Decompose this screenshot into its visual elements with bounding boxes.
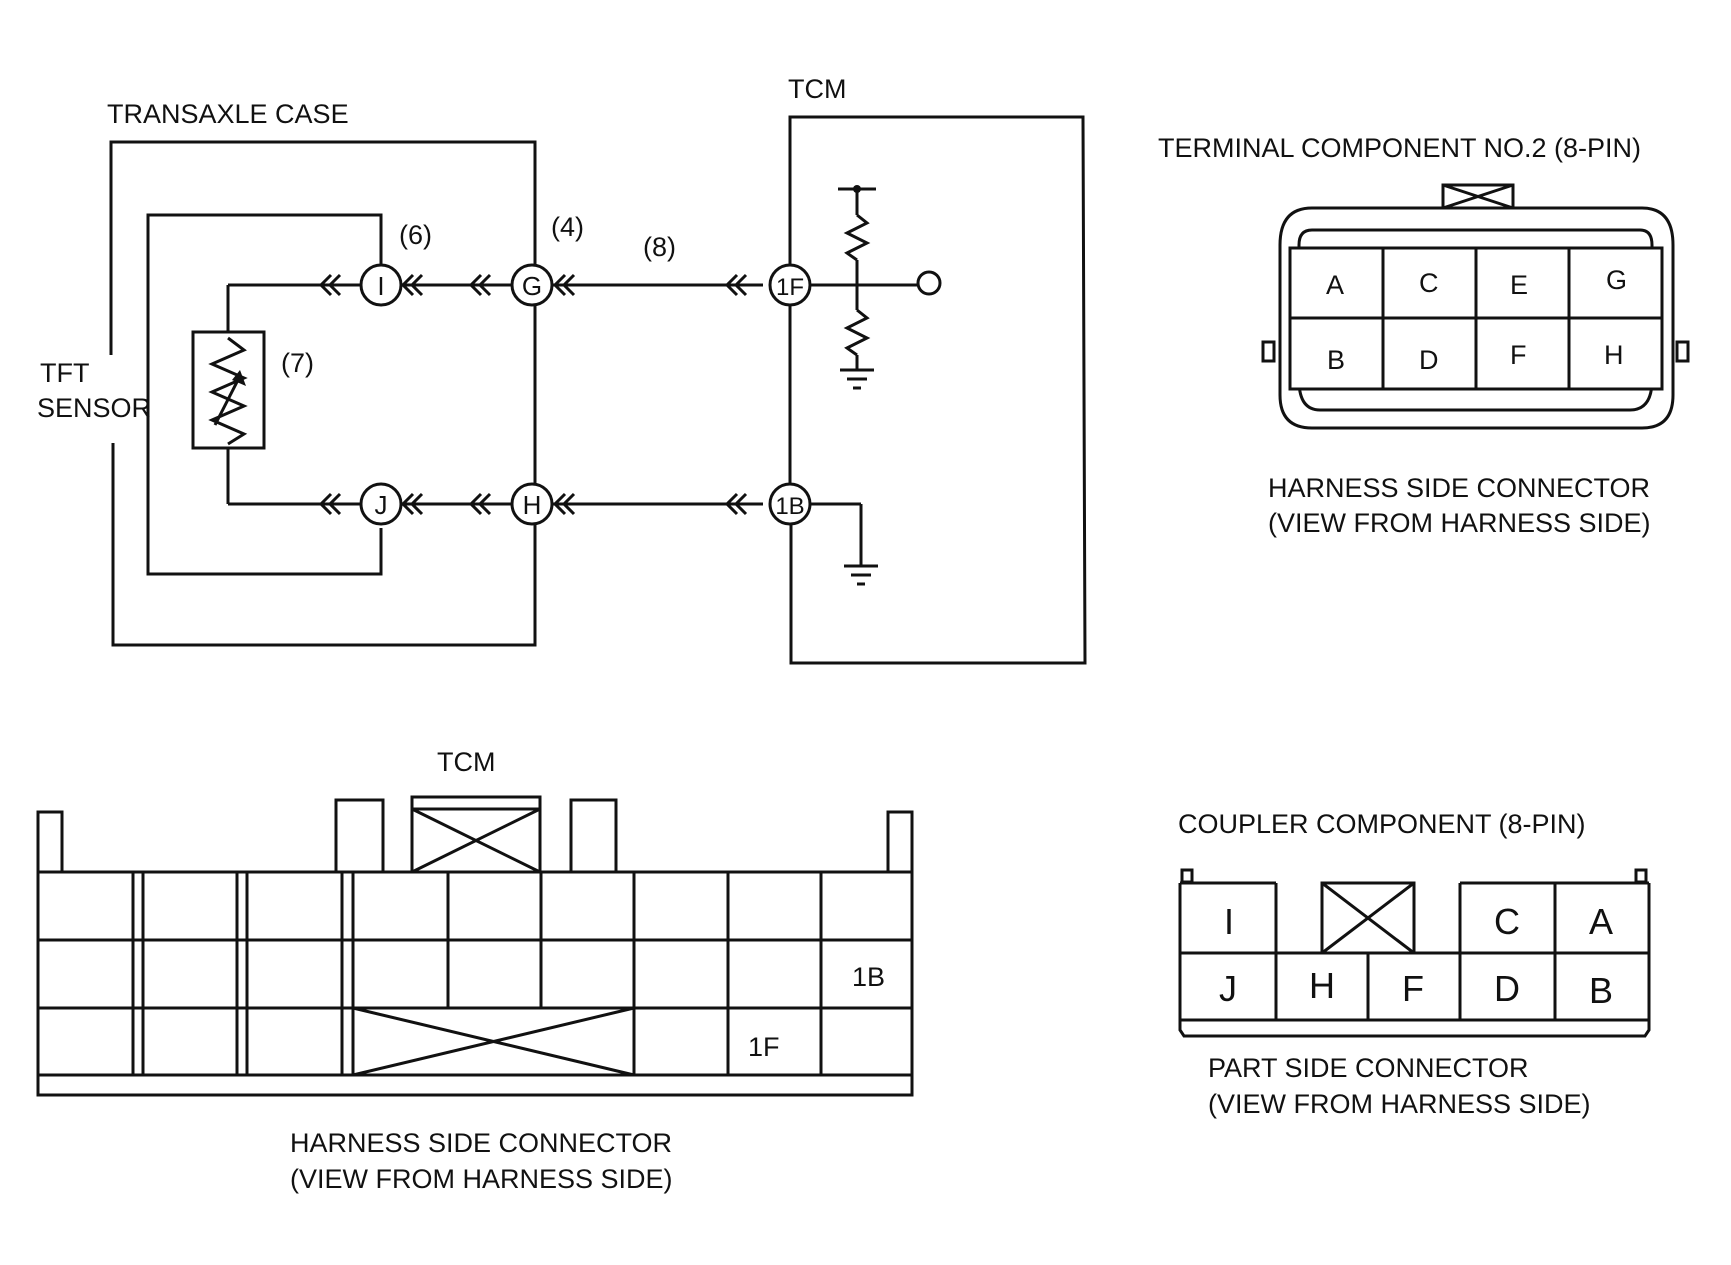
- pin-D: D: [1419, 345, 1439, 375]
- lock-tab: [1320, 881, 1416, 955]
- wiring-schematic: TRANSAXLE CASE TCM TFT SENSOR (7): [37, 74, 1087, 665]
- coupler-pin-D: D: [1494, 968, 1520, 1009]
- coupler-pin-A: A: [1589, 901, 1613, 942]
- terminal-g: G: [510, 263, 554, 307]
- coupler-outline: [1178, 883, 1651, 1038]
- coupler-caption-1: PART SIDE CONNECTOR: [1208, 1053, 1529, 1083]
- coupler-pin-F: F: [1402, 968, 1424, 1009]
- sensor-label-line2: SENSOR: [37, 393, 151, 423]
- connector-outer-shell: [1278, 206, 1675, 430]
- callout-4: (4): [551, 212, 584, 242]
- pin-B: B: [1327, 345, 1345, 375]
- svg-text:I: I: [377, 271, 384, 301]
- pin-F: F: [1510, 340, 1527, 370]
- terminal-i: I: [359, 263, 403, 307]
- sensor-label-line1: TFT: [40, 358, 89, 388]
- terminal-component-connector: TERMINAL COMPONENT NO.2 (8-PIN) A C E G …: [1158, 133, 1690, 538]
- pin-C: C: [1419, 268, 1439, 298]
- tcm-ground-1b: [810, 502, 878, 586]
- svg-text:H: H: [523, 490, 542, 520]
- tcm-pin-1b: 1B: [852, 962, 885, 992]
- terminal-component-caption-2: (VIEW FROM HARNESS SIDE): [1268, 508, 1651, 538]
- tcm-pin-1f: 1F: [748, 1032, 780, 1062]
- coupler-pin-B: B: [1589, 970, 1613, 1011]
- terminal-component-title: TERMINAL COMPONENT NO.2 (8-PIN): [1158, 133, 1641, 163]
- coupler-caption-2: (VIEW FROM HARNESS SIDE): [1208, 1089, 1591, 1119]
- tcm-harness-connector: TCM 1B 1F HARNESS SIDE CONNECTOR (: [36, 747, 914, 1194]
- tcm-internal-circuit: [810, 185, 942, 390]
- coupler-component-connector: COUPLER COMPONENT (8-PIN) I C A J H F D …: [1178, 809, 1651, 1119]
- callout-6: (6): [399, 220, 432, 250]
- coupler-pin-C: C: [1494, 901, 1520, 942]
- output-terminal: [916, 270, 942, 296]
- inner-wire-loop: [146, 213, 383, 576]
- transaxle-case-outline: [109, 140, 537, 647]
- transaxle-case-label: TRANSAXLE CASE: [107, 99, 349, 129]
- svg-text:G: G: [522, 271, 542, 301]
- pin-H: H: [1604, 340, 1624, 370]
- terminal-component-caption-1: HARNESS SIDE CONNECTOR: [1268, 473, 1650, 503]
- pin-G: G: [1606, 265, 1627, 295]
- tcm-box-outline: [788, 115, 1087, 665]
- coupler-pin-H: H: [1309, 965, 1335, 1006]
- coupler-pin-J: J: [1219, 968, 1237, 1009]
- tcm-connector-body: [36, 870, 914, 1097]
- svg-text:1F: 1F: [776, 274, 804, 301]
- terminal-j: J: [359, 482, 403, 526]
- callout-7: (7): [281, 348, 314, 378]
- terminal-h: H: [510, 482, 554, 526]
- tcm-connector-title: TCM: [437, 747, 495, 777]
- tcm-connector-caption-2: (VIEW FROM HARNESS SIDE): [290, 1164, 673, 1194]
- svg-text:1B: 1B: [775, 493, 804, 520]
- tcm-connector-caption-1: HARNESS SIDE CONNECTOR: [290, 1128, 672, 1158]
- tft-sensor-thermistor: [191, 330, 266, 450]
- svg-text:J: J: [375, 490, 388, 520]
- pin-E: E: [1510, 270, 1528, 300]
- coupler-pin-I: I: [1224, 901, 1234, 942]
- coupler-component-title: COUPLER COMPONENT (8-PIN): [1178, 809, 1586, 839]
- callout-8: (8): [643, 232, 676, 262]
- pin-A: A: [1326, 270, 1344, 300]
- terminal-1b: 1B: [768, 482, 812, 526]
- tcm-box-label: TCM: [788, 74, 846, 104]
- terminal-1f: 1F: [768, 263, 812, 307]
